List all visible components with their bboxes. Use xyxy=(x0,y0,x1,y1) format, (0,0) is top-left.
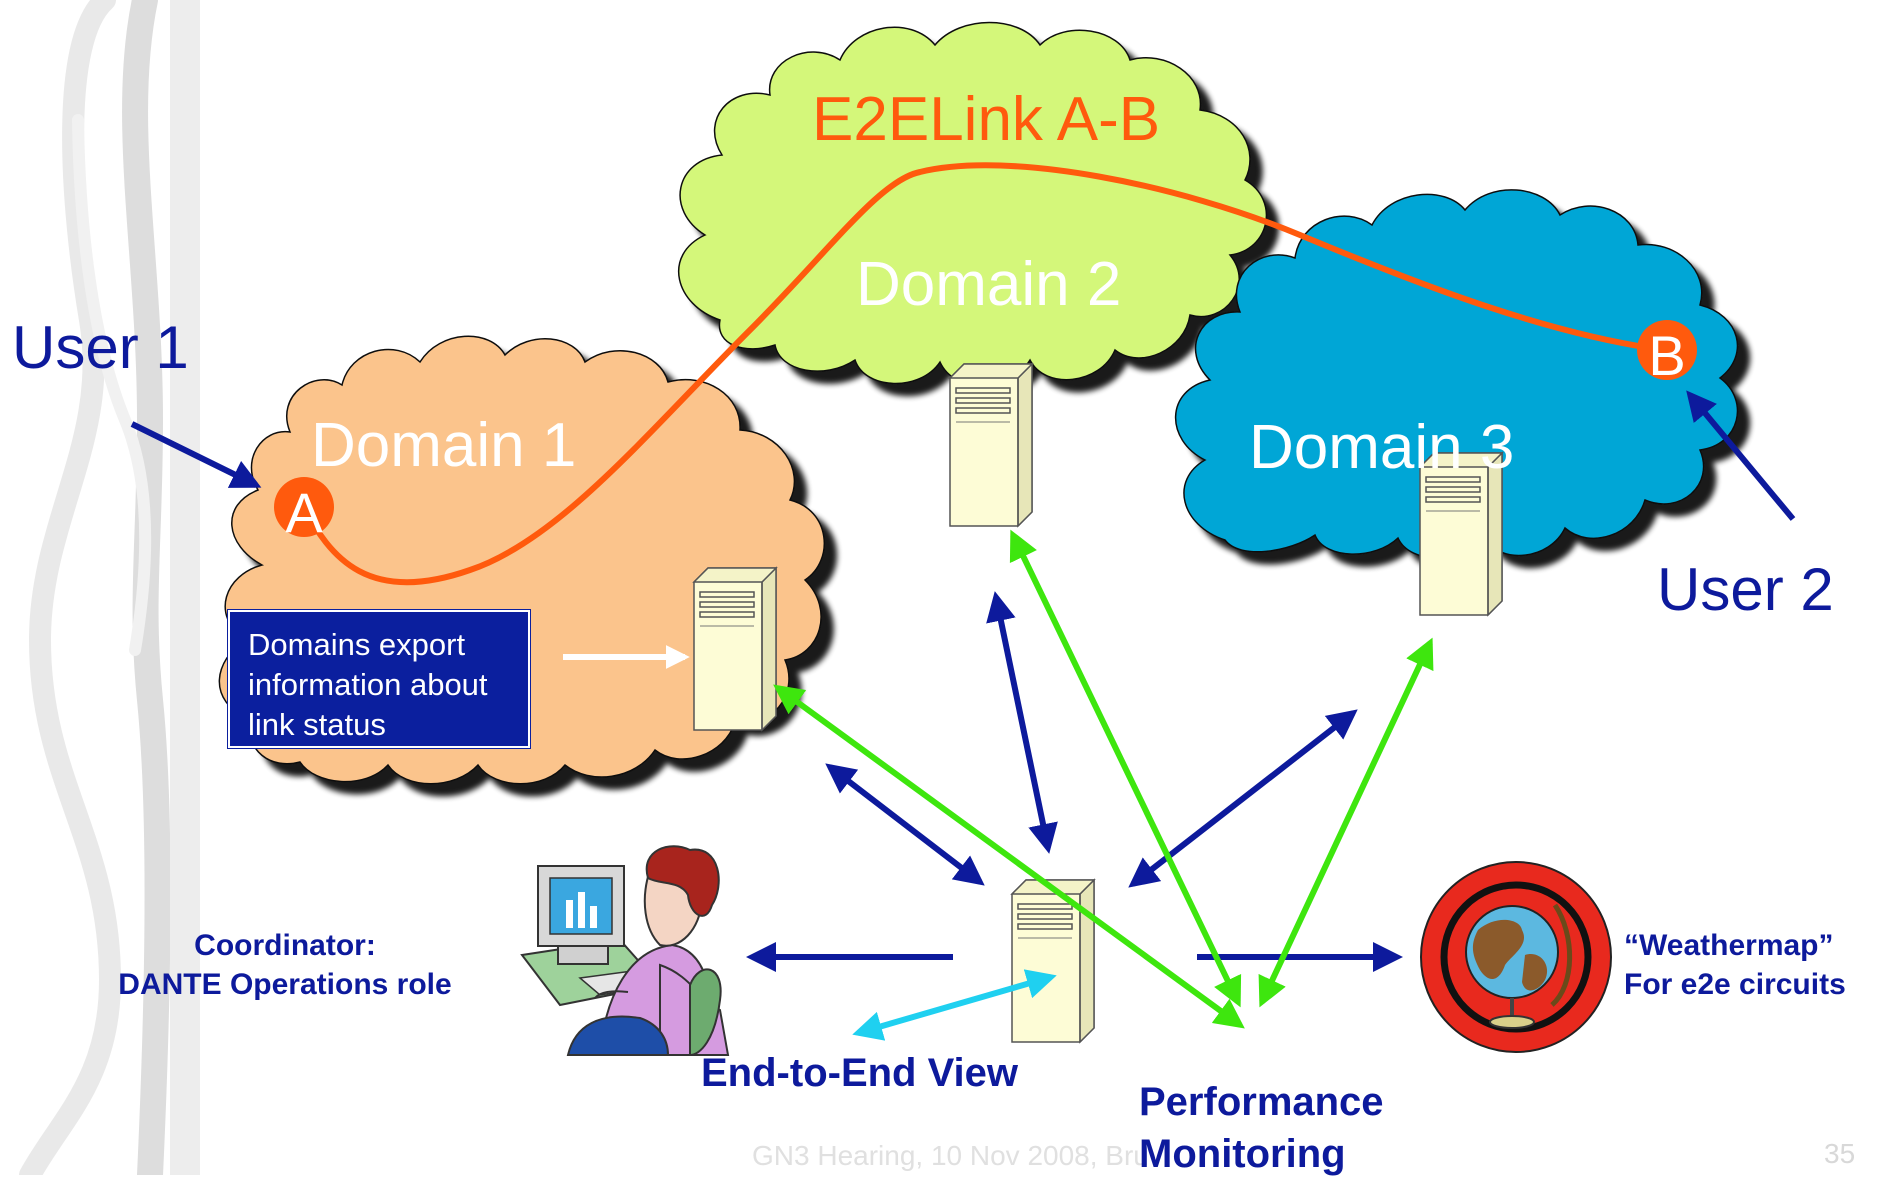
user-2-arrow xyxy=(1686,390,1796,521)
user-2-label: User 2 xyxy=(1657,556,1834,623)
weathermap-line-2: For e2e circuits xyxy=(1624,968,1846,1001)
performance-line-2: Monitoring xyxy=(1139,1132,1346,1176)
user-1-label: User 1 xyxy=(12,314,189,381)
domain-1-server xyxy=(693,567,777,731)
endpoint-a-marker xyxy=(274,477,334,537)
endpoint-a-label: A xyxy=(285,481,323,544)
coordinator-line-1: Coordinator: xyxy=(194,929,376,962)
coordinator-line-2: DANTE Operations role xyxy=(118,968,452,1001)
endpoint-b-label: B xyxy=(1648,324,1686,387)
user-1-arrow xyxy=(130,421,262,488)
info-box-line-2: information about xyxy=(248,667,488,702)
endpoint-b-marker xyxy=(1637,320,1697,380)
green-arrow-domain2-perf xyxy=(1009,529,1242,1008)
domain-2-label: Domain 2 xyxy=(856,250,1122,319)
domain-3-label: Domain 3 xyxy=(1249,413,1515,482)
e2e-link-path xyxy=(299,162,1666,586)
weathermap-globe-icon xyxy=(1420,861,1612,1053)
central-server xyxy=(1011,879,1095,1043)
cyan-arrow-e2e-view xyxy=(852,969,1057,1041)
arrow-domain2-central xyxy=(986,591,1058,854)
page-number: 35 xyxy=(1824,1138,1856,1169)
green-arrow-domain3-perf xyxy=(1258,637,1434,1008)
weathermap-label: “Weathermap” For e2e circuits xyxy=(1624,926,1846,1004)
performance-line-1: Performance xyxy=(1139,1080,1384,1124)
domain-2-server xyxy=(949,363,1033,527)
footer-text: GN3 Hearing, 10 Nov 2008, Bru xyxy=(752,1140,1149,1171)
coordinator-label: Coordinator: DANTE Operations role xyxy=(100,926,470,1004)
info-box-line-3: link status xyxy=(248,707,386,742)
weathermap-line-1: “Weathermap” xyxy=(1624,929,1834,962)
e2e-link-label: E2ELink A-B xyxy=(812,85,1161,154)
domain-1-label: Domain 1 xyxy=(311,411,577,480)
domains-export-info-box: Domains export information about link st… xyxy=(228,610,530,748)
info-box-line-1: Domains export xyxy=(248,627,466,662)
decorative-swooshes xyxy=(19,0,200,1175)
performance-monitoring-label: Performance Monitoring xyxy=(1139,1076,1384,1180)
end-to-end-view-label: End-to-End View xyxy=(701,1051,1019,1095)
domain-2-cloud xyxy=(678,21,1268,387)
coordinator-illustration xyxy=(520,845,730,1057)
